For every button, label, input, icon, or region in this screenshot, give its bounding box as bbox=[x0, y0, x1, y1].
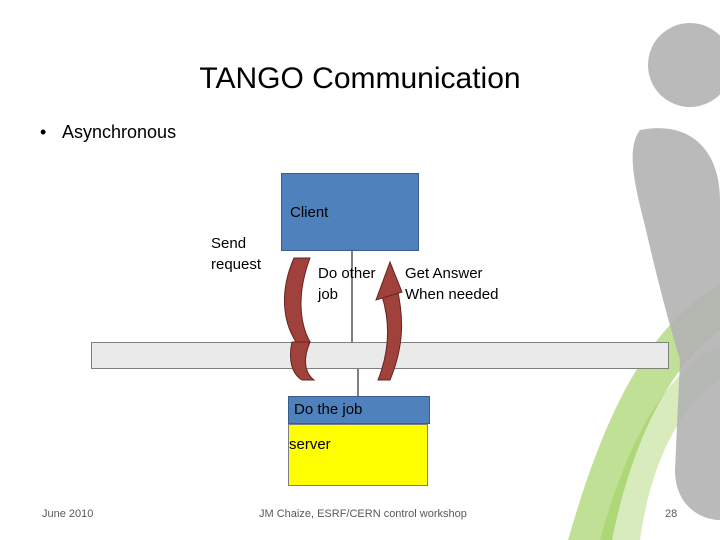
server-label: server bbox=[289, 436, 331, 453]
gray-figure-body-decoration bbox=[632, 128, 720, 520]
get-answer-arrowhead bbox=[375, 260, 403, 301]
do-the-job-label: Do the job bbox=[294, 401, 363, 418]
get-answer-arrow bbox=[377, 287, 403, 381]
get-answer-line-2: When needed bbox=[405, 286, 499, 303]
send-request-arrow-tail bbox=[289, 341, 316, 381]
do-the-job-box bbox=[288, 396, 430, 424]
footer-date: June 2010 bbox=[42, 508, 94, 520]
send-request-line-1: Send bbox=[211, 235, 247, 252]
footer-center-text: JM Chaize, ESRF/CERN control workshop bbox=[259, 508, 467, 520]
bullet-marker: • bbox=[40, 122, 47, 142]
send-request-line-2: request bbox=[211, 256, 262, 273]
do-other-job-line-1: Do other bbox=[318, 265, 376, 282]
client-label: Client bbox=[290, 204, 329, 221]
get-answer-label: Get Answer When needed bbox=[405, 263, 498, 305]
bullet-text: Asynchronous bbox=[62, 122, 177, 142]
bullet-asynchronous: • Asynchronous bbox=[40, 122, 176, 143]
communication-bus bbox=[91, 342, 669, 369]
client-box bbox=[281, 173, 419, 251]
get-answer-line-1: Get Answer bbox=[405, 265, 483, 282]
do-other-job-label: Do other job bbox=[318, 263, 376, 305]
send-request-arrow bbox=[284, 257, 311, 343]
gray-figure-head-decoration bbox=[648, 23, 720, 107]
slide-title: TANGO Communication bbox=[199, 62, 521, 95]
do-other-job-line-2: job bbox=[318, 286, 339, 303]
page-number: 28 bbox=[665, 508, 678, 520]
server-box bbox=[288, 424, 428, 486]
send-request-label: Send request bbox=[211, 233, 261, 275]
